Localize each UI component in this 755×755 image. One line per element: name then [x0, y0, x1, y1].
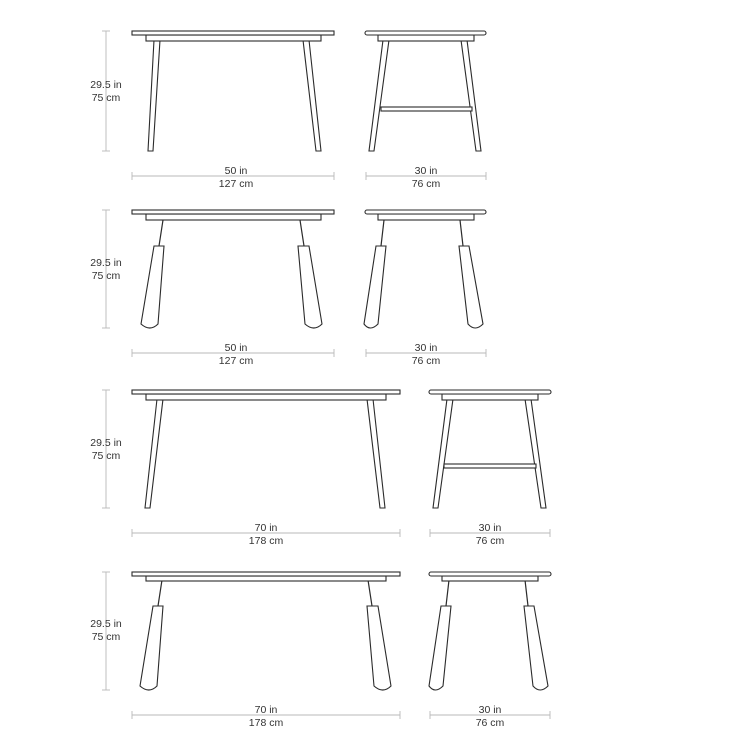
row-4-length-cm: 178 cm	[249, 717, 284, 729]
row-1-height-in: 29.5 in	[90, 79, 122, 91]
row-1-depth-in: 30 in	[415, 165, 438, 177]
row-2-length-dimension: 50 in 127 cm	[131, 342, 335, 367]
row-2-length-in: 50 in	[225, 342, 248, 354]
row-3: 29.5 in 75 cm 70 in 178 cm 30 i	[90, 389, 552, 547]
row-2: 29.5 in 75 cm 50 in 127 cm	[90, 209, 487, 367]
row-4-depth-in: 30 in	[479, 704, 502, 716]
row-3-length-dimension: 70 in 178 cm	[131, 522, 401, 547]
row-2-depth-in: 30 in	[415, 342, 438, 354]
row-4-length-in: 70 in	[255, 704, 278, 716]
row-2-depth-dimension: 30 in 76 cm	[365, 342, 487, 367]
row-1-height-dimension: 29.5 in 75 cm	[90, 30, 122, 152]
row-3-height-dimension: 29.5 in 75 cm	[90, 389, 122, 509]
row-3-length-in: 70 in	[255, 522, 278, 534]
row-2-side-view	[363, 209, 487, 329]
row-4-length-dimension: 70 in 178 cm	[131, 704, 401, 729]
row-1-depth-cm: 76 cm	[412, 178, 441, 190]
row-2-height-dimension: 29.5 in 75 cm	[90, 209, 122, 329]
row-3-length-cm: 178 cm	[249, 535, 284, 547]
row-1-length-dimension: 50 in 127 cm	[131, 165, 335, 190]
row-4-height-cm: 75 cm	[92, 631, 121, 643]
row-4-height-dimension: 29.5 in 75 cm	[90, 571, 122, 691]
row-4-front-view	[131, 571, 401, 691]
row-1: 29.5 in 75 cm 50 in 127 cm 30 i	[90, 30, 487, 190]
row-4-depth-dimension: 30 in 76 cm	[429, 704, 551, 729]
row-2-height-cm: 75 cm	[92, 270, 121, 282]
row-3-depth-in: 30 in	[479, 522, 502, 534]
row-1-depth-dimension: 30 in 76 cm	[365, 165, 487, 190]
row-1-side-view	[364, 30, 487, 152]
row-3-side-view	[428, 389, 552, 509]
row-3-height-cm: 75 cm	[92, 450, 121, 462]
row-1-front-view	[131, 30, 335, 152]
row-3-front-view	[131, 389, 401, 509]
row-2-height-in: 29.5 in	[90, 257, 122, 269]
row-4: 29.5 in 75 cm 70 in 178 cm	[90, 571, 552, 729]
row-1-length-in: 50 in	[225, 165, 248, 177]
row-2-front-view	[131, 209, 335, 329]
row-3-depth-cm: 76 cm	[476, 535, 505, 547]
row-3-height-in: 29.5 in	[90, 437, 122, 449]
row-1-height-cm: 75 cm	[92, 92, 121, 104]
row-4-height-in: 29.5 in	[90, 618, 122, 630]
row-2-length-cm: 127 cm	[219, 355, 254, 367]
row-1-length-cm: 127 cm	[219, 178, 254, 190]
row-2-depth-cm: 76 cm	[412, 355, 441, 367]
row-3-depth-dimension: 30 in 76 cm	[429, 522, 551, 547]
row-4-depth-cm: 76 cm	[476, 717, 505, 729]
row-4-side-view	[428, 571, 552, 691]
